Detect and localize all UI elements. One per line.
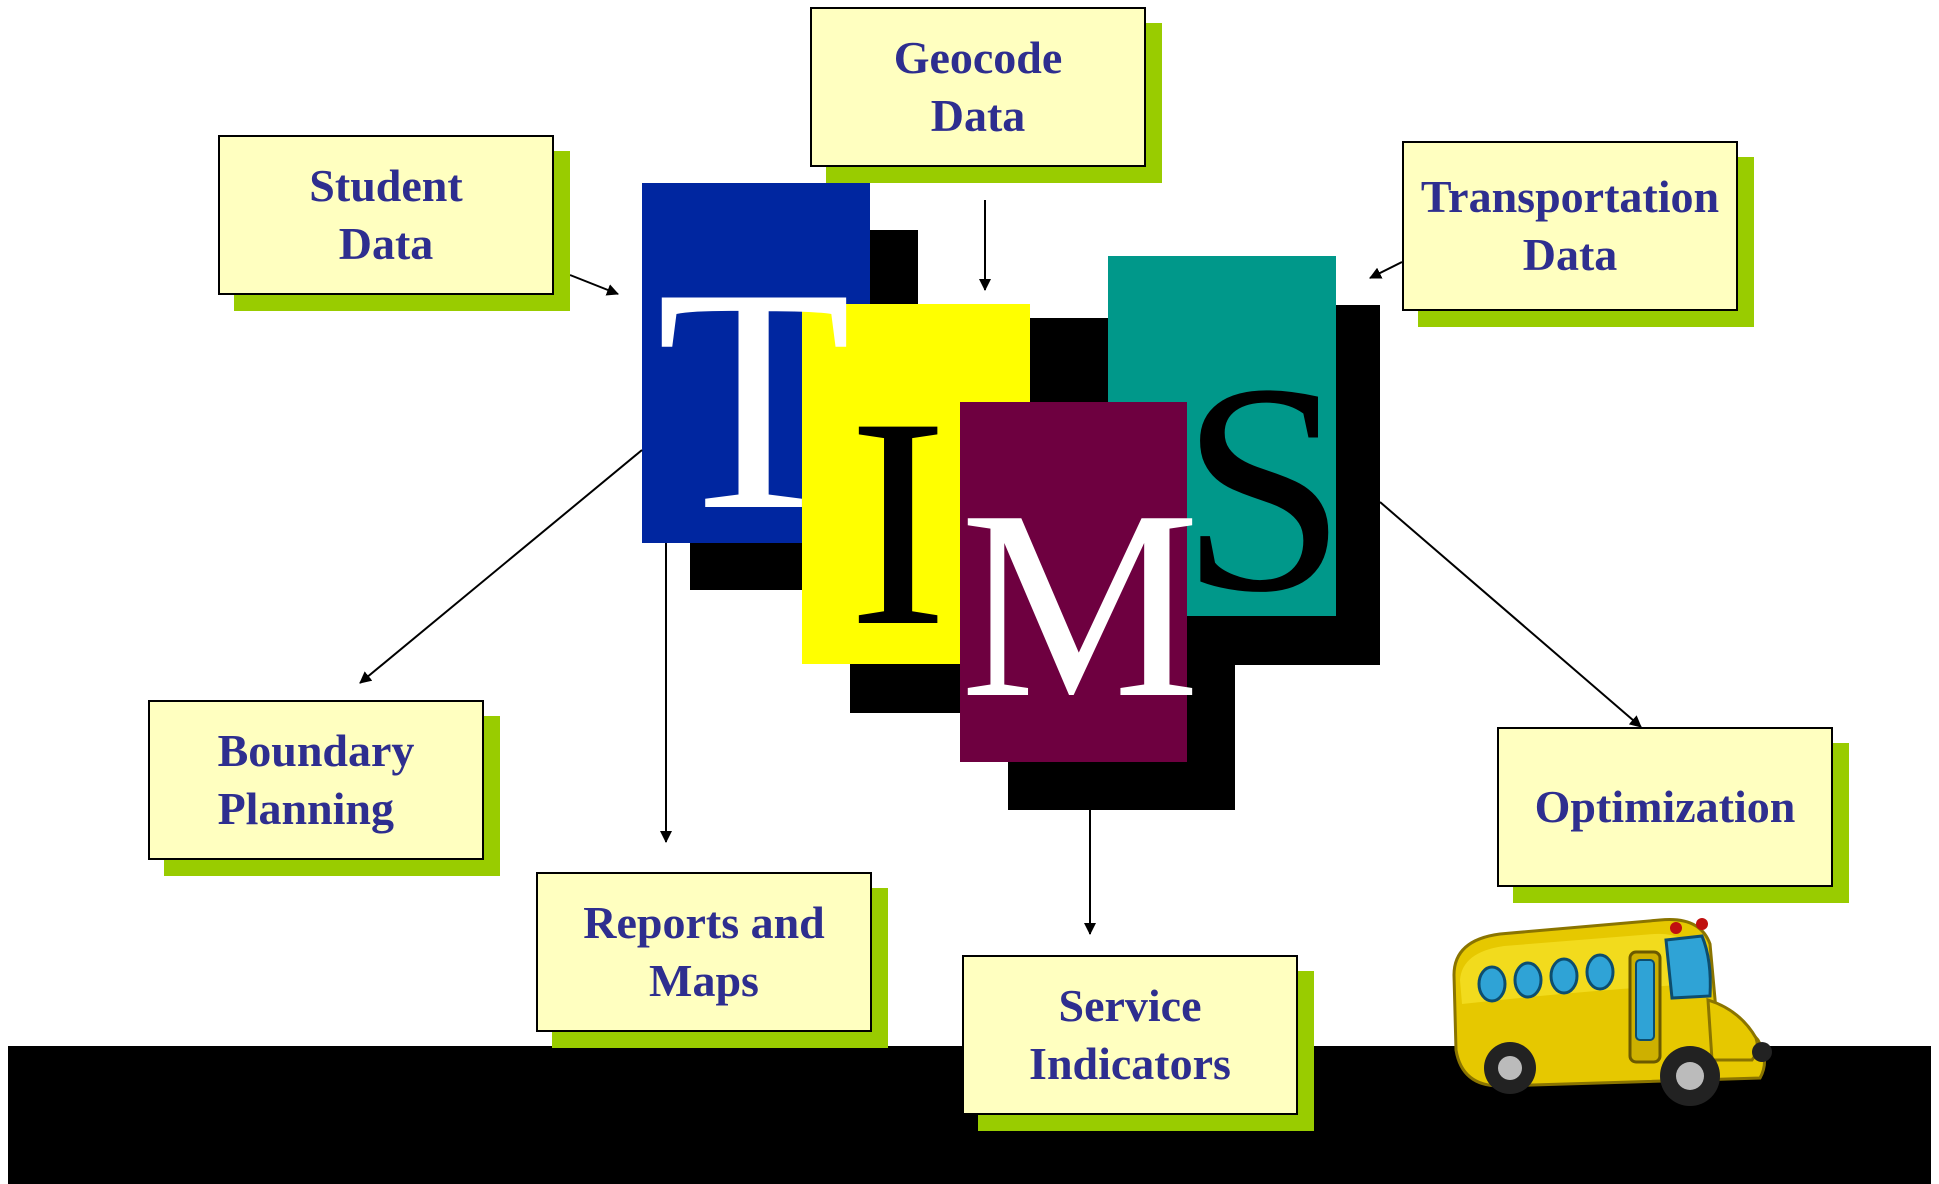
school-bus-icon <box>1452 918 1772 1106</box>
reports-maps-box: Reports and Maps <box>536 872 872 1032</box>
service-indicators-box: Service Indicators <box>962 955 1298 1115</box>
service-indicators-label: Service Indicators <box>1029 980 1231 1089</box>
boundary-planning-label: Boundary Planning <box>217 725 415 834</box>
transportation-data-box: Transportation Data <box>1402 141 1738 311</box>
student-data-label: Student Data <box>309 160 463 269</box>
optimization-label: Optimization <box>1534 781 1796 832</box>
geocode-data-box: Geocode Data <box>810 7 1146 167</box>
arrow-boundary <box>359 449 643 684</box>
letter-t: T <box>656 223 852 577</box>
boundary-planning-box: Boundary Planning <box>148 700 484 860</box>
student-data-box: Student Data <box>218 135 554 295</box>
letter-s: S <box>1180 322 1347 654</box>
optimization-box: Optimization <box>1497 727 1833 887</box>
transportation-data-label: Transportation Data <box>1420 171 1720 280</box>
reports-maps-label: Reports and Maps <box>583 897 825 1006</box>
geocode-data-label: Geocode Data <box>893 32 1063 141</box>
arrow-optimization <box>1379 501 1642 728</box>
arrow-student <box>569 274 619 296</box>
m-tile <box>960 402 1187 762</box>
arrow-transportation <box>1369 261 1403 279</box>
letter-i: I <box>848 356 948 688</box>
letter-m: M <box>960 455 1201 754</box>
